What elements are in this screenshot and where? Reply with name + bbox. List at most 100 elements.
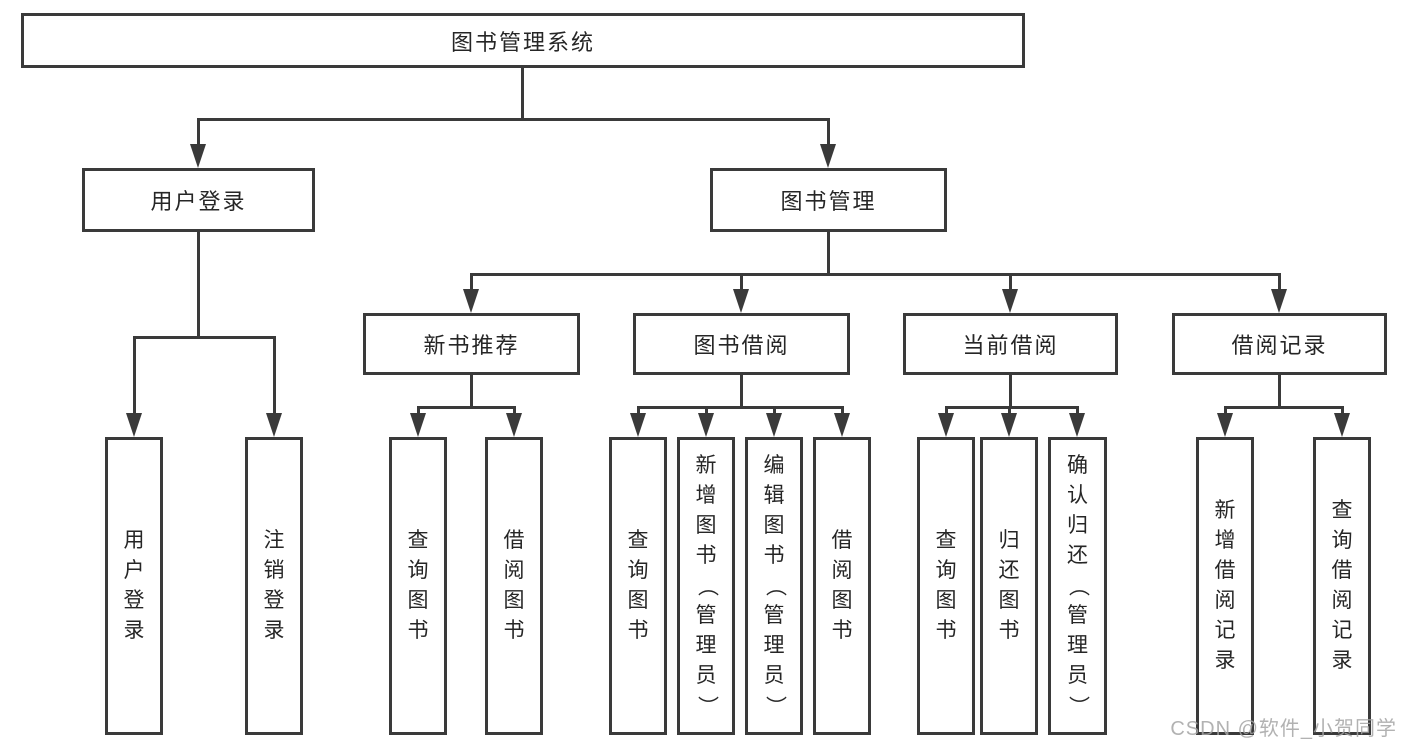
leaf-borrow-search-label: 查询图书 — [612, 440, 664, 732]
node-root: 图书管理系统 — [21, 13, 1025, 68]
vertical-char: 查 — [407, 529, 429, 552]
vertical-char: 录 — [263, 619, 285, 642]
vertical-char: 录 — [123, 619, 145, 642]
leaf-borrow-edit-label: 编辑图书（管理员） — [748, 440, 800, 732]
vertical-char: 询 — [935, 559, 957, 582]
arrowhead-icon — [698, 413, 714, 437]
leaf-borrow-add: 新增图书（管理员） — [677, 437, 735, 735]
leaf-records-add: 新增借阅记录 — [1196, 437, 1254, 735]
vertical-char: 图 — [627, 589, 649, 612]
leaf-records-add-label: 新增借阅记录 — [1199, 440, 1251, 732]
arrowhead-icon — [1217, 413, 1233, 437]
vertical-char: 询 — [407, 559, 429, 582]
connector-line — [470, 273, 1281, 276]
connector-line — [197, 118, 830, 121]
vertical-char: 书 — [831, 619, 853, 642]
connector-line — [417, 406, 516, 409]
vertical-char: 员 — [763, 664, 785, 687]
vertical-char: 借 — [503, 529, 525, 552]
vertical-char: 理 — [763, 634, 785, 657]
leaf-records-search-label: 查询借阅记录 — [1316, 440, 1368, 732]
vertical-char: 图 — [935, 589, 957, 612]
leaf-current-confirm: 确认归还（管理员） — [1048, 437, 1107, 735]
vertical-char: ） — [695, 695, 718, 717]
vertical-char: 图 — [407, 589, 429, 612]
vertical-char: 增 — [695, 484, 717, 507]
connector-line — [637, 406, 844, 409]
vertical-char: 用 — [123, 529, 145, 552]
node-user-login: 用户登录 — [82, 168, 315, 232]
leaf-borrow-borrow-label: 借阅图书 — [816, 440, 868, 732]
vertical-char: 查 — [935, 529, 957, 552]
vertical-char: 书 — [935, 619, 957, 642]
vertical-char: 辑 — [763, 484, 785, 507]
connector-line — [521, 68, 524, 118]
connector-line — [827, 118, 830, 162]
leaf-borrow-add-label: 新增图书（管理员） — [680, 440, 732, 732]
leaf-borrow-search: 查询图书 — [609, 437, 667, 735]
arrowhead-icon — [1002, 289, 1018, 313]
vertical-char: 借 — [831, 529, 853, 552]
arrowhead-icon — [630, 413, 646, 437]
connector-line — [740, 375, 743, 406]
vertical-char: 销 — [263, 559, 285, 582]
vertical-char: 书 — [998, 619, 1020, 642]
connector-line — [133, 336, 276, 339]
arrowhead-icon — [1069, 413, 1085, 437]
vertical-char: 登 — [263, 589, 285, 612]
leaf-logout-label: 注销登录 — [248, 440, 300, 732]
vertical-char: 录 — [1214, 649, 1236, 672]
vertical-char: （ — [695, 575, 718, 597]
vertical-char: 员 — [1067, 664, 1088, 687]
vertical-char: 增 — [1214, 529, 1236, 552]
vertical-char: 员 — [695, 664, 717, 687]
vertical-char: 记 — [1331, 619, 1353, 642]
vertical-char: 图 — [998, 589, 1020, 612]
node-book-mgmt: 图书管理 — [710, 168, 947, 232]
leaf-current-search-label: 查询图书 — [920, 440, 972, 732]
vertical-char: 户 — [123, 559, 145, 582]
vertical-char: 书 — [407, 619, 429, 642]
vertical-char: 阅 — [1331, 589, 1353, 612]
vertical-char: 还 — [998, 559, 1020, 582]
leaf-borrow-borrow: 借阅图书 — [813, 437, 871, 735]
vertical-char: ） — [1066, 695, 1090, 717]
vertical-char: 询 — [627, 559, 649, 582]
node-borrow-records-label: 借阅记录 — [1231, 333, 1328, 358]
vertical-char: 询 — [1331, 529, 1353, 552]
vertical-char: 记 — [1214, 619, 1236, 642]
leaf-current-return-label: 归还图书 — [983, 440, 1035, 732]
vertical-char: 新 — [695, 454, 717, 477]
connector-line — [945, 406, 1079, 409]
connector-line — [1278, 375, 1281, 406]
watermark: CSDN @软件_小贺同学 — [1170, 718, 1397, 740]
vertical-char: 阅 — [831, 559, 853, 582]
node-current-borrow-label: 当前借阅 — [962, 333, 1059, 358]
vertical-char: （ — [1066, 575, 1090, 597]
node-new-books-label: 新书推荐 — [423, 333, 520, 358]
arrowhead-icon — [463, 289, 479, 313]
vertical-char: 借 — [1214, 559, 1236, 582]
arrowhead-icon — [506, 413, 522, 437]
arrowhead-icon — [820, 144, 836, 168]
vertical-char: 查 — [1331, 499, 1353, 522]
vertical-char: 确 — [1067, 454, 1088, 477]
vertical-char: 书 — [695, 544, 717, 567]
arrowhead-icon — [410, 413, 426, 437]
vertical-char: 书 — [503, 619, 525, 642]
vertical-char: 归 — [1067, 514, 1088, 537]
leaf-user-login: 用户登录 — [105, 437, 163, 735]
leaf-current-search: 查询图书 — [917, 437, 975, 735]
node-current-borrow: 当前借阅 — [903, 313, 1118, 375]
leaf-records-search: 查询借阅记录 — [1313, 437, 1371, 735]
vertical-char: 管 — [763, 604, 785, 627]
leaf-logout: 注销登录 — [245, 437, 303, 735]
node-book-mgmt-label: 图书管理 — [780, 189, 877, 214]
connector-line — [197, 118, 200, 162]
connector-line — [273, 336, 276, 431]
node-book-borrow: 图书借阅 — [633, 313, 850, 375]
leaf-newbooks-search: 查询图书 — [389, 437, 447, 735]
arrowhead-icon — [834, 413, 850, 437]
vertical-char: 认 — [1067, 484, 1088, 507]
